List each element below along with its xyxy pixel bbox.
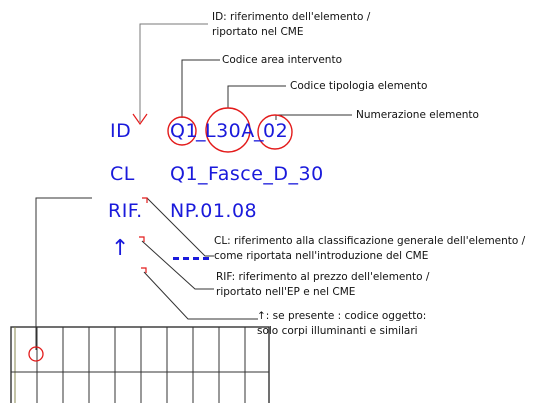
grid-outline: [10, 326, 270, 403]
rif-leader-line: [141, 240, 214, 290]
oggetto-arrowhead: [141, 267, 147, 273]
id-leader-line: [139, 23, 208, 122]
tipologia-leader-line: [227, 85, 286, 108]
note-cl: CL: riferimento alla classificazione gen…: [214, 235, 526, 247]
area-leader-line: [181, 59, 220, 118]
grid-element-marker: [28, 346, 44, 362]
note-area: Codice area intervento: [222, 54, 342, 66]
oggetto-leader-line: [143, 271, 258, 320]
note-cl-2: come riportata nell'introduzione del CME: [214, 250, 429, 262]
tipologia-code-circle: [205, 107, 251, 153]
cl-arrowhead: [142, 197, 148, 203]
code-separator-1: _: [196, 120, 206, 142]
area-code-circle: [167, 116, 197, 146]
grid-leader-line: [35, 197, 92, 350]
code-cl-value: Q1_Fasce_D_30: [170, 163, 324, 185]
label-rif: RIF.: [108, 200, 143, 222]
code-tipologia: L30A: [205, 120, 255, 142]
code-separator-2: _: [254, 120, 264, 142]
note-numerazione: Numerazione elemento: [356, 109, 479, 121]
note-oggetto: ↑: se presente : codice oggetto: solo co…: [257, 310, 427, 337]
code-area: Q1: [170, 120, 199, 142]
rif-arrowhead: [139, 236, 145, 242]
id-arrowhead: [132, 113, 148, 126]
label-id: ID: [110, 120, 132, 142]
element-grid: [10, 326, 270, 403]
code-numerazione: 02: [263, 120, 289, 142]
label-cl: CL: [110, 163, 135, 185]
note-tipologia: Codice tipologia elemento: [290, 80, 428, 92]
up-arrow-icon: ↑: [111, 236, 130, 261]
note-rif: RIF: riferimento al prezzo dell'elemento…: [216, 271, 430, 298]
numerazione-code-circle: [257, 114, 293, 150]
note-id: ID: riferimento dell'elemento / riportat…: [212, 11, 371, 38]
legend-dash: [173, 257, 209, 260]
cl-leader-line: [146, 197, 214, 257]
code-rif-value: NP.01.08: [170, 200, 258, 222]
